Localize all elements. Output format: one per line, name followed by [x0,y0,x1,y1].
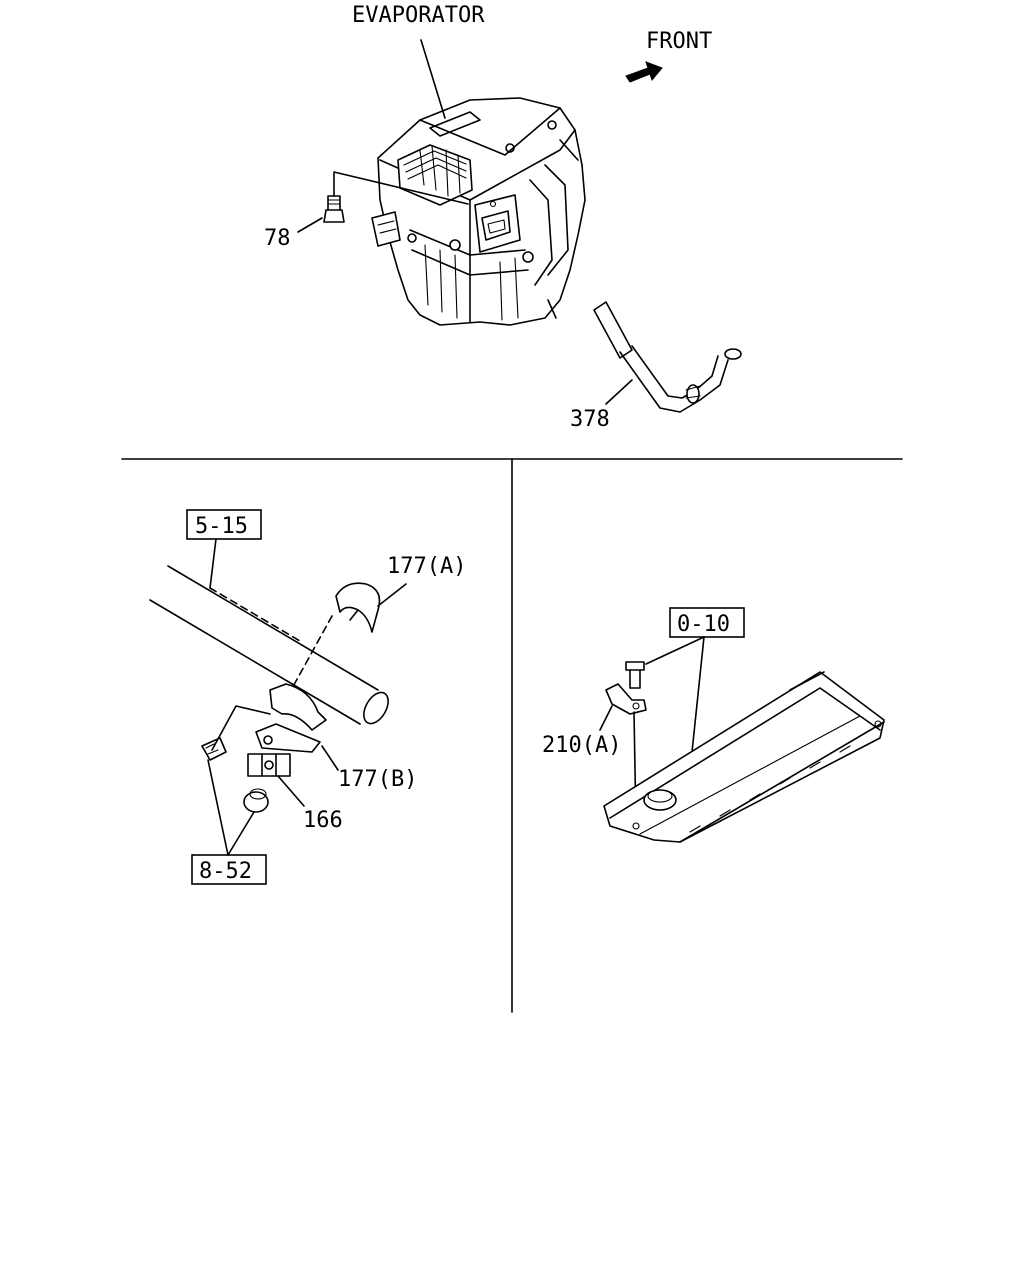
ref-0-10-box [669,607,745,638]
part-78-label: 78 [264,226,291,251]
evaporator-label: EVAPORATOR [352,3,485,28]
ref-5-15-box [186,509,262,540]
ref-0-10-leader-2 [691,636,705,753]
bolt-78-label-leader [297,217,323,233]
clip-177a-icon [335,582,381,633]
ref-8-52-leader-2 [227,811,255,856]
part-166-label: 166 [303,808,343,833]
front-arrow-icon [625,61,663,83]
pipe-icon [149,565,389,725]
clip-8-52-icon [201,737,227,761]
part-177b-label: 177(B) [338,767,417,792]
clip-166-leader [277,775,305,807]
bracket-210a-leader [599,705,613,731]
ref-8-52-label: 8-52 [199,859,252,884]
ref-5-15-leader [209,538,217,589]
clip-177a-leader [377,583,407,607]
evaporator-assembly [371,97,586,326]
bolt-78-leader [333,171,469,205]
bolt-0-10-icon [625,661,645,689]
clip-166-icon [247,753,291,777]
ref-8-52-box [191,854,267,885]
ref-8-52-leader-1 [207,759,229,856]
clip-177a-dash [289,615,333,693]
hose-378-icon [593,301,742,413]
hose-378-leader [605,379,633,405]
part-378-label: 378 [570,407,610,432]
ref-5-15-label: 5-15 [195,514,248,539]
bracket-210a-icon [605,683,647,715]
head-cover-icon [603,671,885,843]
grommet-8-52-icon [243,788,269,813]
evaporator-leader [420,39,446,119]
bracket-177b-icon [255,683,327,753]
bracket-177b-leader [321,745,339,771]
ref-0-10-label: 0-10 [677,612,730,637]
part-210a-label: 210(A) [542,733,621,758]
part-177a-label: 177(A) [387,554,466,579]
clip-8-52-top-leader [211,705,271,751]
ref-0-10-leader-1 [645,636,705,665]
bolt-78-icon [323,195,345,223]
front-label: FRONT [646,29,712,54]
